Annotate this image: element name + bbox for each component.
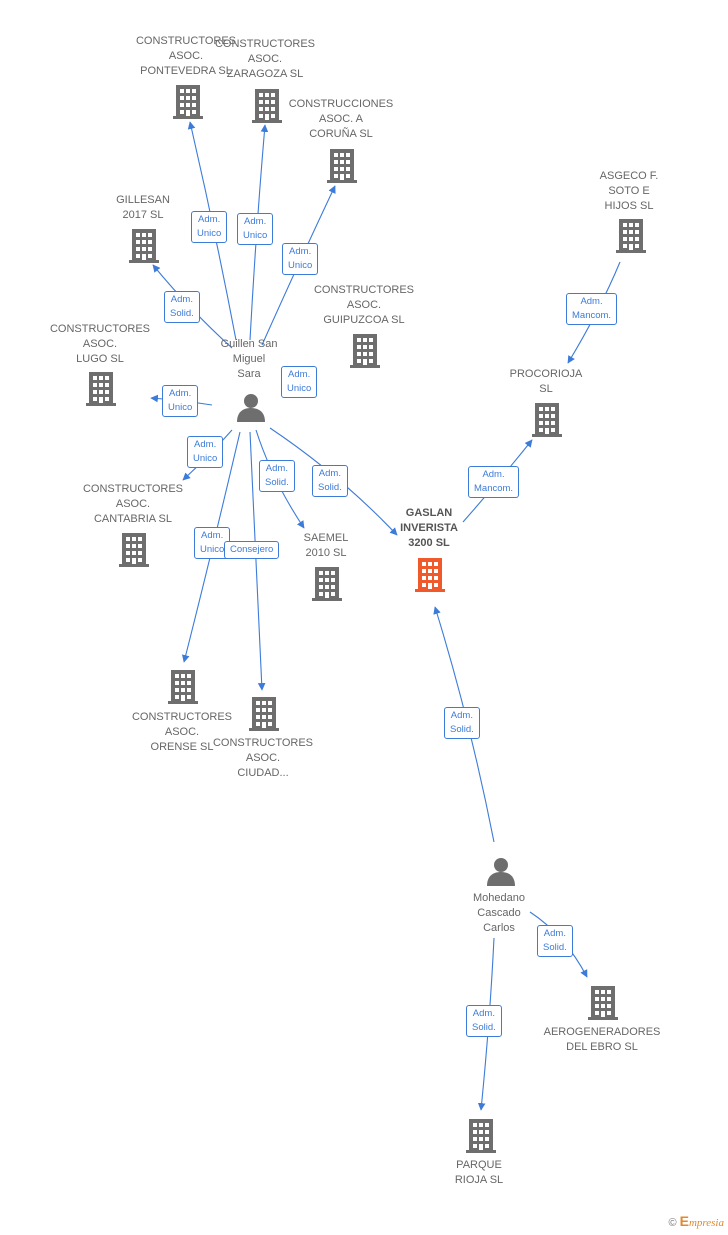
- node-label-coruna[interactable]: CONSTRUCCIONES ASOC. A CORUÑA SL: [288, 98, 394, 140]
- footer-brand[interactable]: © Empresia: [668, 1213, 724, 1229]
- relation-badge: Adm. Solid.: [537, 925, 573, 957]
- relation-badge: Adm. Mancom.: [468, 466, 520, 498]
- node-label-pontevedra[interactable]: CONSTRUCTORES ASOC. PONTEVEDRA SL: [135, 35, 237, 77]
- relation-badge: Adm. Solid.: [444, 707, 480, 739]
- node-label-gillesan[interactable]: GILLESAN 2017 SL: [116, 194, 170, 221]
- building-icon[interactable]: [119, 533, 149, 567]
- node-label-zaragoza[interactable]: CONSTRUCTORES ASOC. ZARAGOZA SL: [214, 38, 316, 80]
- building-icon-highlighted[interactable]: [415, 558, 445, 592]
- node-label-lugo[interactable]: CONSTRUCTORES ASOC. LUGO SL: [49, 323, 151, 365]
- building-icon[interactable]: [252, 89, 282, 123]
- relation-badge: Adm. Unico: [162, 385, 199, 417]
- node-label-ciudad[interactable]: CONSTRUCTORES ASOC. CIUDAD...: [212, 737, 314, 779]
- building-icon[interactable]: [168, 670, 198, 704]
- relation-badge: Adm. Unico: [187, 436, 224, 468]
- node-label-mohedano[interactable]: Mohedano Cascado Carlos: [473, 892, 525, 934]
- edge-guillen-ciudad: [249, 431, 266, 691]
- node-label-parque[interactable]: PARQUE RIOJA SL: [454, 1159, 504, 1186]
- building-icon[interactable]: [129, 229, 159, 263]
- building-icon[interactable]: [588, 986, 618, 1020]
- person-icon[interactable]: [236, 392, 266, 422]
- relation-badge: Adm. Solid.: [164, 291, 200, 323]
- brand-logo: mpresia: [688, 1217, 724, 1229]
- building-icon[interactable]: [466, 1119, 496, 1153]
- building-icon[interactable]: [86, 372, 116, 406]
- building-icon[interactable]: [350, 334, 380, 368]
- edges: [150, 121, 621, 1111]
- node-label-saemel[interactable]: SAEMEL 2010 SL: [303, 532, 349, 559]
- node-label-guillen[interactable]: Guillen San Miguel Sara: [220, 338, 278, 380]
- node-label-guipuzcoa[interactable]: CONSTRUCTORES ASOC. GUIPUZCOA SL: [313, 284, 415, 326]
- building-icon[interactable]: [173, 85, 203, 119]
- brand-logo-initial: E: [679, 1213, 689, 1229]
- building-icon[interactable]: [616, 219, 646, 253]
- relation-badge: Adm. Unico: [282, 243, 319, 275]
- person-icon[interactable]: [486, 856, 516, 886]
- relation-badge: Adm. Solid.: [259, 460, 295, 492]
- copyright-icon: ©: [668, 1217, 677, 1229]
- relation-badge: Adm. Unico: [191, 211, 228, 243]
- node-label-ourense[interactable]: CONSTRUCTORES ASOC. ORENSE SL: [131, 711, 233, 753]
- node-label-gaslan[interactable]: GASLAN INVERISTA 3200 SL: [400, 507, 458, 549]
- node-label-cantabria[interactable]: CONSTRUCTORES ASOC. CANTABRIA SL: [82, 483, 184, 525]
- node-label-asgeco[interactable]: ASGECO F. SOTO E HIJOS SL: [599, 170, 659, 212]
- building-icon[interactable]: [532, 403, 562, 437]
- building-icon[interactable]: [249, 697, 279, 731]
- relation-badge: Adm. Mancom.: [566, 293, 618, 325]
- relation-badge: Consejero: [224, 541, 280, 559]
- building-icon[interactable]: [327, 149, 357, 183]
- relation-badge: Adm. Solid.: [312, 465, 348, 497]
- relation-badge: Adm. Solid.: [466, 1005, 502, 1037]
- node-label-aerogeneradores[interactable]: AEROGENERADORES DEL EBRO SL: [543, 1026, 661, 1053]
- relation-badge: Adm. Unico: [281, 366, 318, 398]
- relation-badge: Adm. Unico: [237, 213, 274, 245]
- building-icon[interactable]: [312, 567, 342, 601]
- node-label-procorioja[interactable]: PROCORIOJA SL: [509, 368, 583, 395]
